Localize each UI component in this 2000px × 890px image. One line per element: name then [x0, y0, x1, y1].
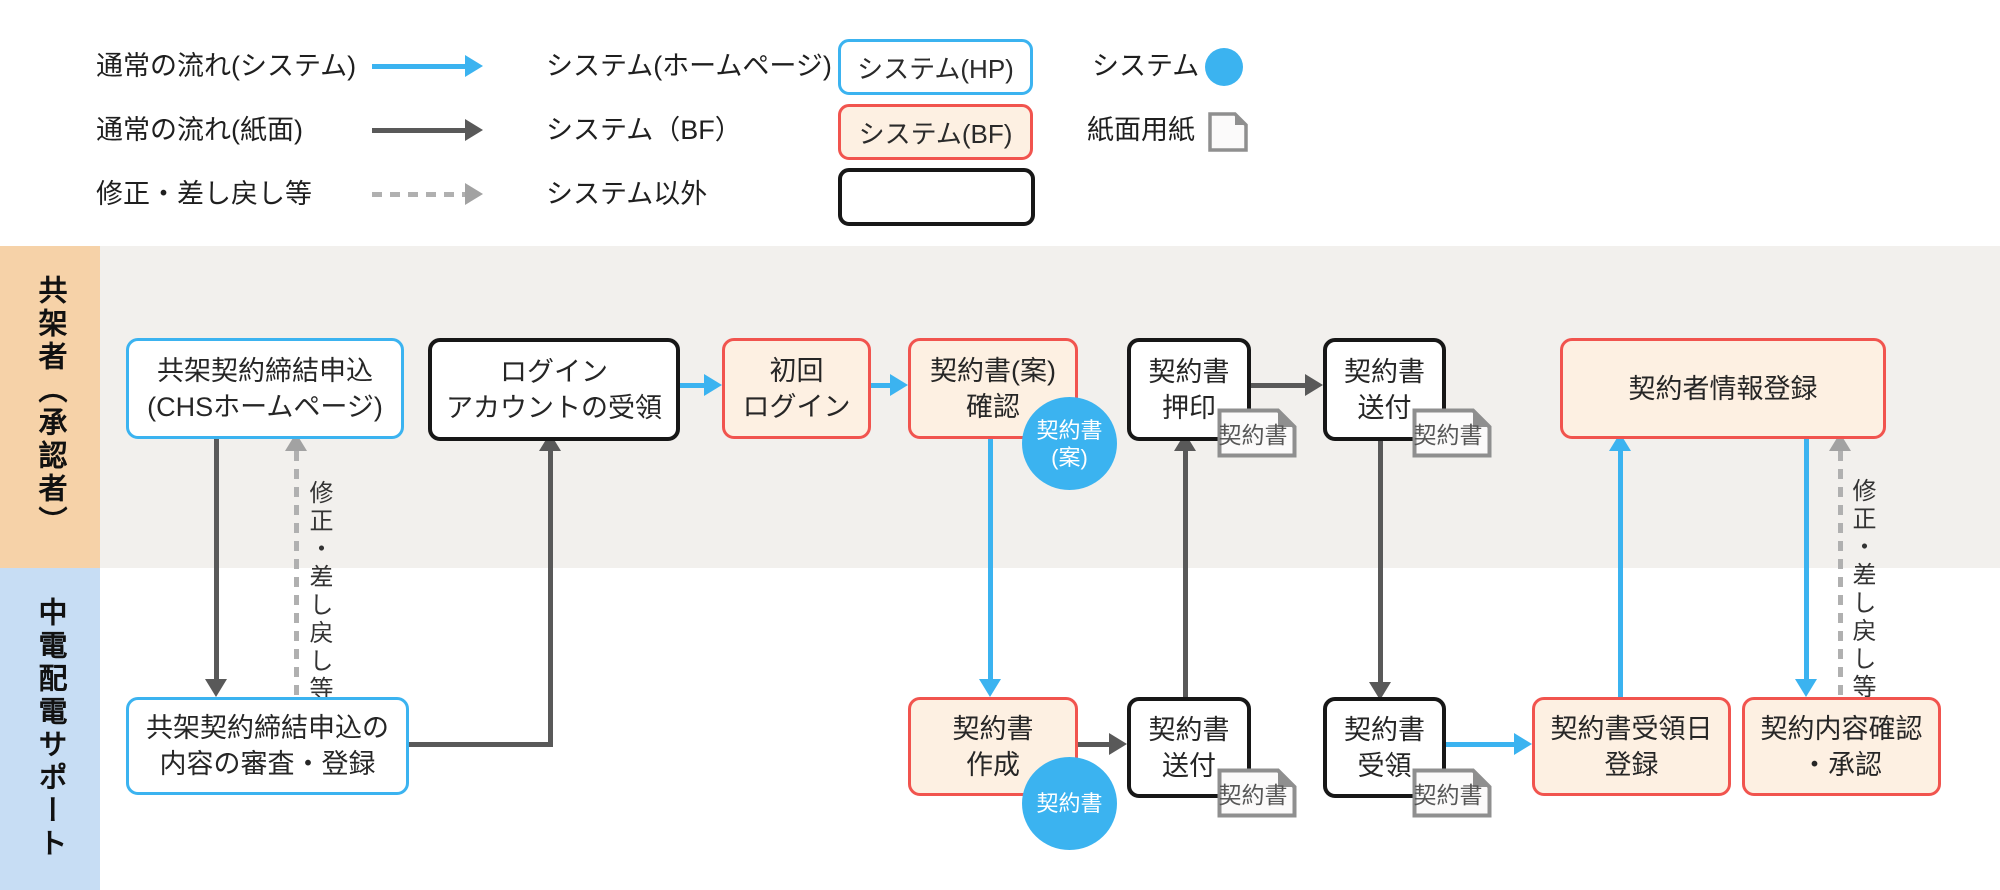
connector-juryo-to-toroku-line	[1438, 742, 1514, 747]
connector-first-to-kakunin-line	[865, 383, 890, 388]
paper-doc-juryo: 契約書	[1412, 768, 1492, 818]
connector-juryo-to-toroku-head	[1514, 733, 1532, 755]
lane-label-kyogasha: 共架者（承認者）	[0, 246, 100, 568]
connector-oin-to-sofu-head	[1305, 374, 1323, 396]
revision-note-left: 修正・差し戻し等	[305, 480, 332, 704]
box-text: 送付	[1162, 750, 1216, 781]
legend-bf-box: システム(BF)	[838, 104, 1033, 160]
paper-doc-label: 契約書	[1218, 422, 1288, 448]
box-keiyakusha-joho-toroku: 契約者情報登録	[1560, 338, 1886, 439]
box-text: (CHSホームページ)	[147, 391, 383, 422]
connector-sakusei-to-sofu-head	[1109, 733, 1127, 755]
legend-blue-arrow-line	[372, 64, 465, 69]
legend-system-marker-label: システム	[1092, 51, 1200, 81]
box-text: 登録	[1604, 749, 1659, 780]
box-keiyakusho-an-kakunin: 契約書(案) 確認	[908, 338, 1078, 439]
system-circle-icon	[1205, 48, 1243, 86]
connector-joho-to-shonin-line	[1803, 433, 1809, 679]
box-keiyakusho-juryo: 契約書受領	[1323, 697, 1446, 798]
system-bubble-keiyakusho-an: 契約書(案)	[1022, 397, 1117, 490]
box-keiyakusho-sofu-top: 契約書送付	[1323, 338, 1446, 441]
box-text: 作成	[966, 749, 1020, 780]
connector-sofu-to-oin-line	[1182, 451, 1188, 697]
box-text: 契約内容確認	[1760, 713, 1923, 744]
box-text: アカウントの受領	[446, 392, 662, 423]
legend-node-hp-label: システム(ホームページ)	[546, 51, 832, 81]
paper-sheet-icon	[1208, 112, 1248, 157]
legend-hp-box: システム(HP)	[838, 39, 1033, 95]
connector-first-to-kakunin-head	[890, 374, 908, 396]
legend-node-bf-label: システム（BF）	[546, 115, 742, 145]
box-text: 契約書	[1344, 356, 1425, 387]
paper-doc-label: 契約書	[1413, 422, 1483, 448]
connector-login-to-first-line	[672, 383, 704, 388]
legend-node-other-label: システム以外	[546, 179, 708, 209]
paper-doc-sofu-bottom: 契約書	[1217, 768, 1297, 818]
connector-review-to-login-vline	[547, 451, 553, 747]
legend-dashed-arrow-head	[465, 183, 483, 205]
legend-paper-marker-label: 紙面用紙	[1087, 115, 1195, 145]
legend-hp-box-text: システム(HP)	[857, 53, 1014, 84]
legend-flow-revision-label: 修正・差し戻し等	[96, 179, 312, 209]
connector-review-revision-line	[293, 451, 299, 697]
box-text: 契約者情報登録	[1628, 373, 1818, 404]
legend-other-box	[838, 168, 1035, 226]
paper-doc-sofu-top: 契約書	[1412, 408, 1492, 458]
connector-login-to-first-head	[704, 374, 722, 396]
legend-dashed-arrow-line	[372, 192, 465, 197]
connector-joho-to-shonin-head	[1795, 679, 1817, 697]
box-text: 押印	[1162, 392, 1216, 423]
lane-support-text: 中電配電サポート	[34, 597, 66, 861]
connector-sakusei-to-sofu-line	[1072, 742, 1109, 747]
box-shokai-login: 初回ログイン	[722, 338, 871, 439]
connector-sofu-to-juryo-line	[1377, 432, 1383, 682]
connector-sofu-to-juryo-head	[1369, 682, 1391, 700]
box-text: 内容の審査・登録	[159, 749, 376, 779]
legend-bf-box-text: システム(BF)	[858, 118, 1013, 149]
box-text: 初回	[769, 355, 824, 386]
box-text: 契約書	[1148, 714, 1230, 745]
box-kyoga-moshikomi: 共架契約締結申込 (CHSホームページ)	[126, 338, 404, 439]
box-naiyo-kakunin-shonin: 契約内容確認・承認	[1742, 697, 1941, 796]
legend-dark-arrow-line	[372, 128, 465, 133]
revision-note-right: 修正・差し戻し等	[1848, 478, 1875, 702]
paper-doc-label: 契約書	[1218, 782, 1288, 808]
legend-dark-arrow-head	[465, 119, 483, 141]
box-text: ログイン	[742, 391, 851, 422]
paper-doc-oin: 契約書	[1217, 408, 1297, 458]
legend-flow-paper-label: 通常の流れ(紙面)	[96, 115, 303, 145]
system-bubble-keiyakusho: 契約書	[1022, 757, 1117, 850]
bubble-text: 契約書	[1036, 417, 1103, 443]
bubble-text: 契約書	[1036, 791, 1103, 816]
connector-shonin-revision-line	[1837, 451, 1843, 697]
box-text: ログイン	[500, 356, 608, 387]
box-text: 共架契約締結申込の	[146, 713, 389, 743]
box-text: ・承認	[1801, 749, 1882, 780]
lane-kyogasha-text: 共架者（承認者）	[34, 275, 66, 539]
paper-doc-label: 契約書	[1413, 782, 1483, 808]
connector-toroku-to-joho-line	[1617, 451, 1623, 697]
box-juryobi-toroku: 契約書受領日登録	[1532, 697, 1731, 796]
box-moshikomi-shinsa-toroku: 共架契約締結申込の内容の審査・登録	[126, 697, 409, 795]
legend-blue-arrow-head	[465, 55, 483, 77]
bubble-text: (案)	[1051, 444, 1088, 470]
box-text: 確認	[966, 391, 1020, 422]
lane-label-support: 中電配電サポート	[0, 568, 100, 890]
box-text: 契約書受領日	[1550, 713, 1713, 744]
connector-kakunin-to-sakusei-head	[979, 679, 1001, 697]
box-text: 契約書	[1148, 356, 1230, 387]
box-text: 契約書	[1344, 714, 1425, 745]
box-text: 送付	[1357, 392, 1412, 423]
connector-kakunin-to-sakusei-line	[987, 433, 993, 679]
connector-oin-to-sofu-line	[1243, 383, 1305, 388]
connector-apply-to-review-head	[205, 679, 227, 697]
box-text: 受領	[1357, 750, 1412, 781]
legend-flow-system-label: 通常の流れ(システム)	[96, 51, 357, 81]
box-text: 共架契約締結申込	[157, 355, 373, 386]
box-text: 契約書	[952, 713, 1034, 744]
box-text: 契約書(案)	[930, 355, 1056, 386]
connector-review-to-login-hline	[405, 742, 550, 747]
box-login-account-juryo: ログインアカウントの受領	[428, 338, 680, 441]
connector-apply-to-review-line	[213, 433, 219, 679]
